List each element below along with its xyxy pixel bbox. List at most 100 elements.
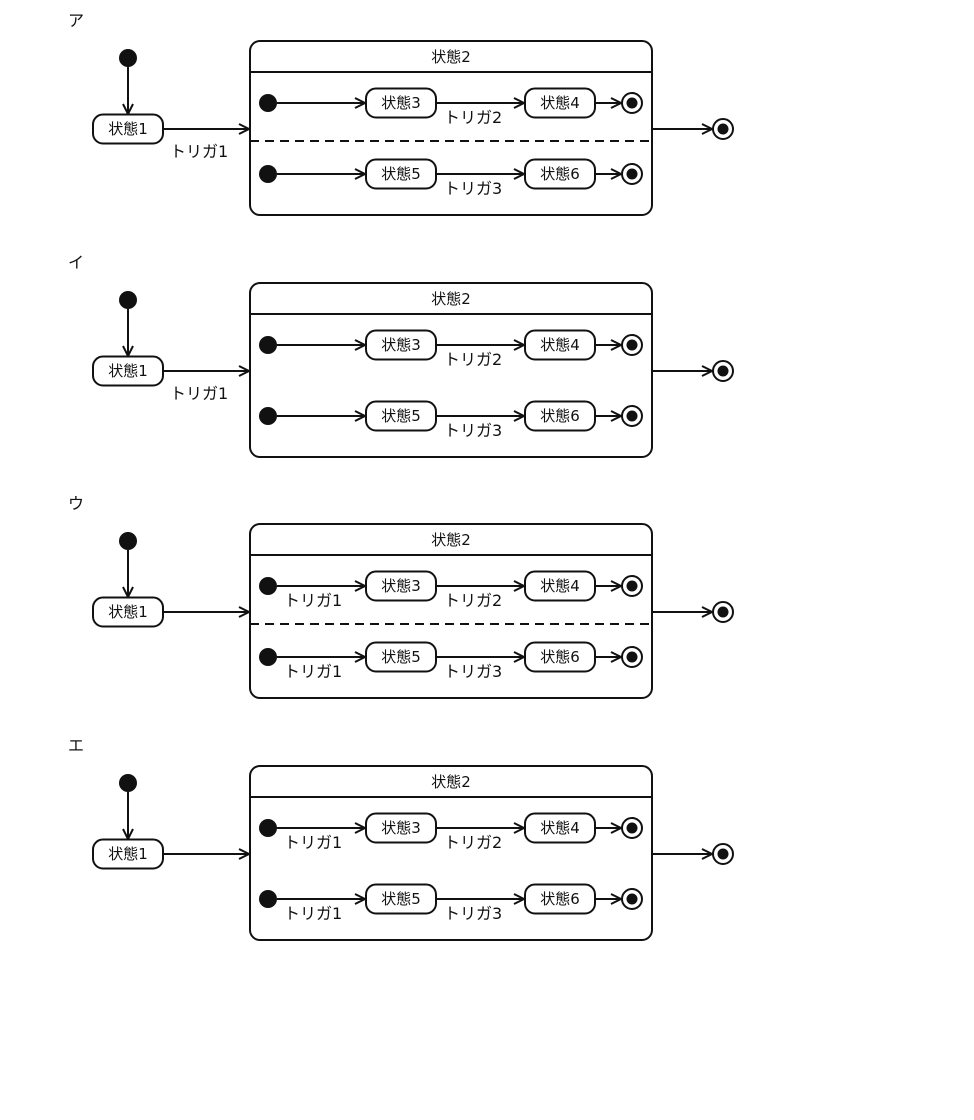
option-label: イ — [68, 253, 84, 272]
final-node-core — [626, 893, 638, 905]
region-state-b: 状態6 — [524, 158, 596, 190]
region-1: 状態3 トリガ2 状態4 — [259, 87, 643, 127]
region-entry-trigger-label: トリガ1 — [284, 662, 342, 681]
state-label: 状態5 — [381, 165, 421, 183]
state-label: 状態4 — [540, 577, 580, 595]
state-label: 状態6 — [540, 165, 580, 183]
final-node-core — [626, 339, 638, 351]
outer-initial-node — [119, 49, 137, 67]
region-final-node — [621, 646, 643, 668]
option-label: ウ — [68, 494, 84, 513]
state-label: 状態6 — [540, 890, 580, 908]
region-entry-trigger-label: トリガ1 — [284, 904, 342, 923]
composite-state-2: 状態2 トリガ1 状態3 トリガ2 状態4 トリガ1 状態5 トリガ3 状態6 — [249, 523, 653, 699]
outer-initial-node — [119, 291, 137, 309]
state-1: 状態1 — [92, 596, 164, 628]
final-node-core — [626, 580, 638, 592]
region-trigger-label: トリガ2 — [444, 591, 502, 610]
state-label: 状態6 — [540, 407, 580, 425]
outer-final-node — [712, 360, 734, 382]
state-label: 状態3 — [381, 819, 421, 837]
composite-title: 状態2 — [431, 48, 471, 66]
state-label: 状態4 — [540, 819, 580, 837]
outer-initial-node — [119, 532, 137, 550]
outer-trigger-label: トリガ1 — [170, 384, 228, 403]
final-node-core — [717, 123, 729, 135]
state-1: 状態1 — [92, 838, 164, 870]
region-state-a: 状態5 — [365, 883, 437, 915]
state-label: 状態1 — [108, 120, 148, 138]
outer-final-node — [712, 843, 734, 865]
final-node-core — [626, 168, 638, 180]
final-node-core — [626, 651, 638, 663]
region-state-b: 状態4 — [524, 570, 596, 602]
region-trigger-label: トリガ2 — [444, 108, 502, 127]
region-initial-node — [259, 336, 277, 354]
region-entry-trigger-label: トリガ1 — [284, 833, 342, 852]
outer-final-node — [712, 601, 734, 623]
region-state-a: 状態3 — [365, 812, 437, 844]
region-final-node — [621, 817, 643, 839]
region-1: トリガ1 状態3 トリガ2 状態4 — [259, 570, 643, 610]
state-1: 状態1 — [92, 355, 164, 387]
region-state-a: 状態3 — [365, 329, 437, 361]
composite-title: 状態2 — [431, 290, 471, 308]
region-initial-node — [259, 819, 277, 837]
final-node-core — [626, 410, 638, 422]
region-trigger-label: トリガ3 — [444, 421, 502, 440]
composite-state-2: 状態2 状態3 トリガ2 状態4 状態5 トリガ3 状態6 — [249, 282, 653, 458]
state-label: 状態6 — [540, 648, 580, 666]
option-label: エ — [68, 736, 84, 755]
region-2: 状態5 トリガ3 状態6 — [259, 400, 643, 440]
region-1: 状態3 トリガ2 状態4 — [259, 329, 643, 369]
outer-trigger-label: トリガ1 — [170, 142, 228, 161]
state-label: 状態1 — [108, 845, 148, 863]
state-label: 状態3 — [381, 336, 421, 354]
region-state-b: 状態6 — [524, 400, 596, 432]
region-state-b: 状態4 — [524, 87, 596, 119]
region-initial-node — [259, 165, 277, 183]
final-node-core — [717, 606, 729, 618]
region-state-b: 状態6 — [524, 641, 596, 673]
region-trigger-label: トリガ3 — [444, 662, 502, 681]
state-label: 状態1 — [108, 603, 148, 621]
region-trigger-label: トリガ2 — [444, 350, 502, 369]
region-initial-node — [259, 94, 277, 112]
region-trigger-label: トリガ2 — [444, 833, 502, 852]
outer-final-node — [712, 118, 734, 140]
final-node-core — [717, 365, 729, 377]
region-1: トリガ1 状態3 トリガ2 状態4 — [259, 812, 643, 852]
final-node-core — [626, 822, 638, 834]
state-label: 状態5 — [381, 890, 421, 908]
region-state-a: 状態3 — [365, 87, 437, 119]
final-node-core — [717, 848, 729, 860]
state-label: 状態1 — [108, 362, 148, 380]
region-entry-trigger-label: トリガ1 — [284, 591, 342, 610]
region-initial-node — [259, 648, 277, 666]
region-2: トリガ1 状態5 トリガ3 状態6 — [259, 641, 643, 681]
composite-title: 状態2 — [431, 531, 471, 549]
final-node-core — [626, 97, 638, 109]
region-state-a: 状態5 — [365, 641, 437, 673]
state-1: 状態1 — [92, 113, 164, 145]
region-final-node — [621, 334, 643, 356]
region-state-b: 状態4 — [524, 329, 596, 361]
region-final-node — [621, 575, 643, 597]
region-final-node — [621, 888, 643, 910]
state-label: 状態4 — [540, 336, 580, 354]
state-label: 状態5 — [381, 407, 421, 425]
region-final-node — [621, 405, 643, 427]
region-final-node — [621, 92, 643, 114]
state-label: 状態5 — [381, 648, 421, 666]
region-state-b: 状態6 — [524, 883, 596, 915]
state-label: 状態3 — [381, 577, 421, 595]
region-state-b: 状態4 — [524, 812, 596, 844]
